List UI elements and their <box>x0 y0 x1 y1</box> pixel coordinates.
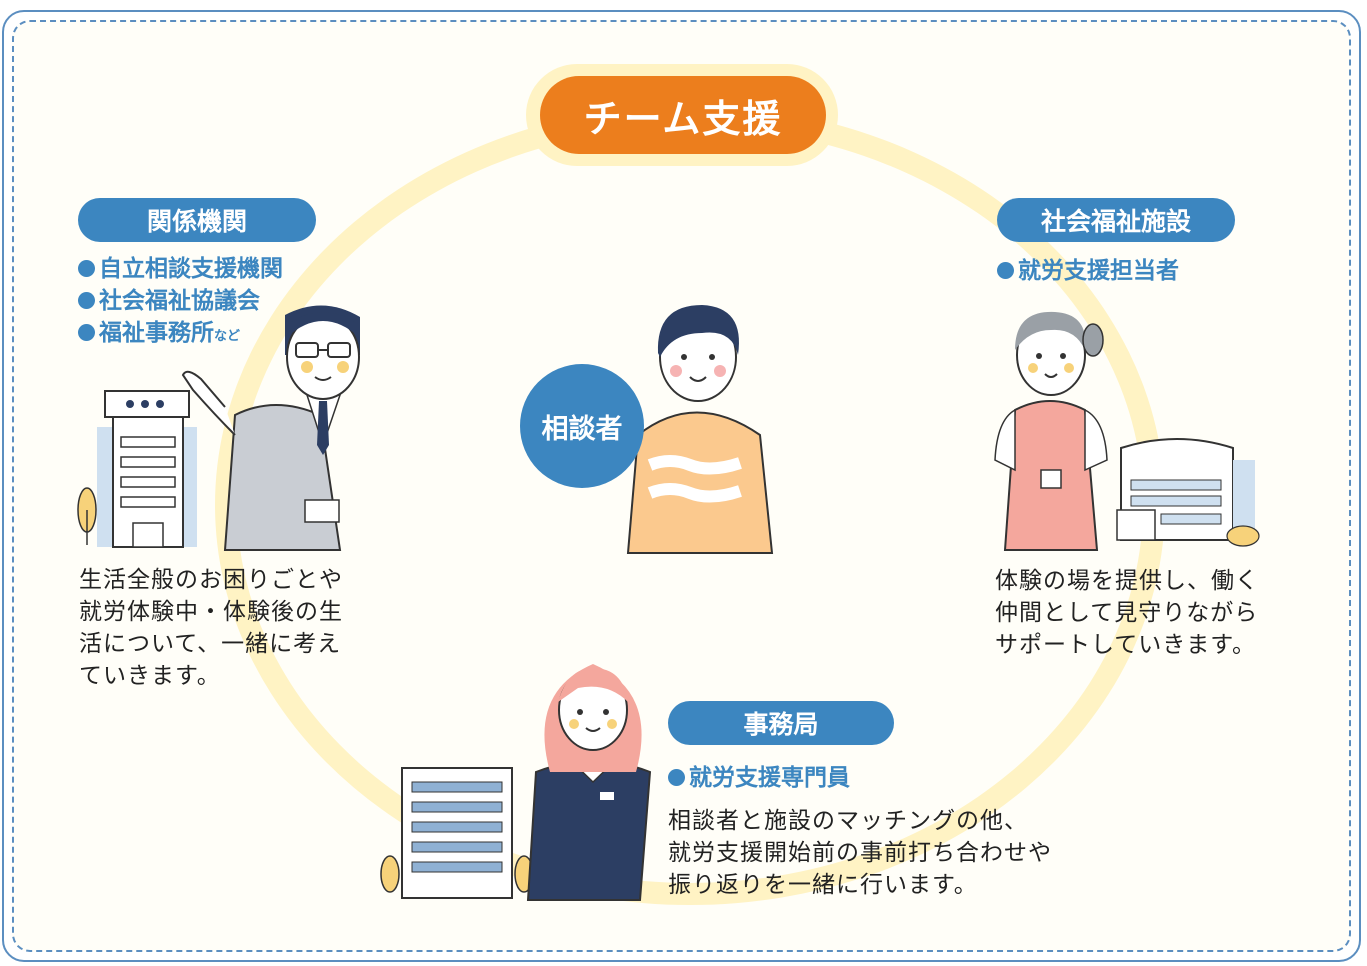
bullet-icon <box>78 260 95 277</box>
office-building-icon <box>97 390 197 548</box>
list-item: 社会福祉協議会 <box>78 285 283 317</box>
secretariat-staff-illustration <box>380 664 652 901</box>
welfare-facility-list: 就労支援担当者 <box>997 255 1179 287</box>
list-item: 福祉事務所など <box>78 317 283 353</box>
consultee-badge: 相談者 <box>520 364 644 488</box>
welfare-staff-illustration <box>994 311 1260 551</box>
office-worker-illustration <box>77 305 360 551</box>
bullet-icon <box>997 262 1014 279</box>
consultee-illustration <box>626 305 774 554</box>
tree-icon <box>77 487 97 545</box>
bullet-icon <box>78 324 95 341</box>
related-institutions-description: 生活全般のお困りごとや 就労体験中・体験後の生 活について、一緒に考え ていきま… <box>79 567 343 689</box>
heading-secretariat: 事務局 <box>668 701 894 745</box>
welfare-facility-icon <box>1116 438 1260 547</box>
page-title: チーム支援 <box>540 76 826 154</box>
list-item: 就労支援担当者 <box>997 255 1179 287</box>
heading-related-institutions: 関係機関 <box>78 198 316 242</box>
welfare-facility-description: 体験の場を提供し、働く 仲間として見守りながら サポートしていきます。 <box>995 568 1259 658</box>
secretariat-list: 就労支援専門員 <box>668 762 850 794</box>
bullet-icon <box>668 769 685 786</box>
list-item: 就労支援専門員 <box>668 762 850 794</box>
apartment-building-icon <box>401 767 513 899</box>
secretariat-description: 相談者と施設のマッチングの他、 就労支援開始前の事前打ち合わせや 振り返りを一緒… <box>668 808 1052 898</box>
related-institutions-list: 自立相談支援機関 社会福祉協議会 福祉事務所など <box>78 253 283 353</box>
bullet-icon <box>78 292 95 309</box>
list-item: 自立相談支援機関 <box>78 253 283 285</box>
heading-welfare-facility: 社会福祉施設 <box>997 198 1235 242</box>
